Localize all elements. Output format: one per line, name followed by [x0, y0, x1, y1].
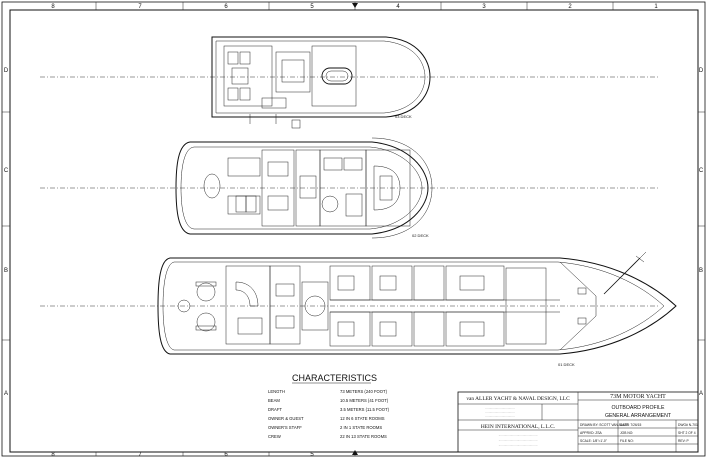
svg-text:······························: ········································… [499, 439, 538, 442]
row-label-right: C [699, 168, 704, 174]
char-value: 3.5 METERS (11.5 FOOT) [340, 407, 390, 412]
col-label-bottom: 6 [224, 452, 228, 458]
col-label-top: 8 [51, 4, 55, 10]
row-label-left: C [4, 168, 9, 174]
inner-frame [9, 9, 699, 453]
revision: REV: P [678, 439, 689, 443]
deck2-label: 02 DECK [412, 233, 429, 238]
svg-text:······························: ········································… [499, 444, 538, 447]
col-label-top: 6 [224, 4, 228, 10]
file-number: FILE NO: [620, 439, 634, 443]
row-label-left: D [4, 68, 9, 74]
center-mark-top [352, 3, 358, 8]
project-name: 73M MOTOR YACHT [610, 394, 666, 400]
drawn-by: DRAWN BY: SCOTT VAN ALLER [580, 423, 630, 427]
job-number: JOB NO: [620, 431, 633, 435]
svg-text:······························: ·································· [485, 407, 515, 410]
char-label: BEAM [268, 398, 280, 403]
dwg-number: DWG# N-701 [678, 423, 698, 427]
scale: SCALE: 1/8"=1'-0" [580, 439, 608, 443]
col-label-bottom: 8 [51, 452, 55, 458]
col-label-bottom: 7 [138, 452, 142, 458]
char-value: 22 IN 13 STATE ROOMS [340, 434, 387, 439]
drawing-title-2: GENERAL ARRANGEMENT [605, 413, 672, 419]
svg-text:······························: ·································· [485, 415, 515, 418]
col-label-top: 3 [482, 4, 486, 10]
deck3-plan: 03 DECK [211, 36, 431, 129]
char-value: 73 METERS (240 FOOT) [340, 389, 388, 394]
col-label-bottom: 5 [310, 452, 314, 458]
char-label: CREW [268, 434, 281, 439]
approved: APPRVD: ZSA [580, 431, 603, 435]
row-label-right: D [699, 68, 704, 74]
sheet-number: SHT 2 OF 4 [678, 431, 696, 435]
company-name: van ALLER YACHT & NAVAL DESIGN, LLC [466, 396, 570, 402]
characteristics-title: CHARACTERISTICS [292, 373, 377, 383]
svg-text:······························: ········································… [499, 434, 538, 437]
col-label-top: 1 [654, 4, 658, 10]
char-value: 12 IN 6 STATE ROOMS [340, 416, 385, 421]
row-label-right: A [699, 391, 703, 397]
row-label-left: B [4, 268, 8, 274]
characteristics-table: CHARACTERISTICS LENGTH 73 METERS (240 FO… [268, 373, 390, 439]
char-label: OWNER & GUEST [268, 416, 304, 421]
deck2-plan: 02 DECK [175, 137, 433, 239]
title-block: van ALLER YACHT & NAVAL DESIGN, LLC ····… [457, 391, 699, 453]
center-mark-bottom [352, 450, 358, 455]
date: DATE: 7/26/15 [620, 423, 642, 427]
col-label-top: 2 [568, 4, 572, 10]
col-label-top: 7 [138, 4, 142, 10]
char-value: 2 IN 1 STATE ROOMS [340, 425, 382, 430]
deck1-label: 01 DECK [558, 362, 575, 367]
svg-text:······························: ·································· [485, 411, 515, 414]
col-label-top: 4 [396, 4, 400, 10]
char-label: OWNER'S STAFF [268, 425, 302, 430]
row-label-right: B [699, 268, 703, 274]
char-label: DRAFT [268, 407, 282, 412]
row-label-left: A [4, 391, 8, 397]
char-label: LENGTH [268, 389, 285, 394]
col-label-top: 5 [310, 4, 314, 10]
deck3-label: 03 DECK [395, 114, 412, 119]
drawing-title-1: OUTBOARD PROFILE [611, 405, 665, 411]
deck1-plan: 01 DECK [157, 251, 677, 367]
client-name: HEIN INTERNATIONAL, L.L.C. [481, 424, 555, 430]
char-value: 10.5 METERS (41 FOOT) [340, 398, 389, 403]
